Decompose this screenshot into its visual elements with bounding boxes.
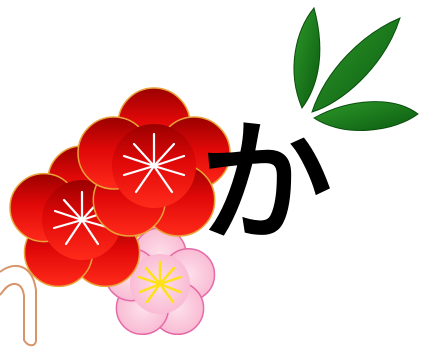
hiragana-ka-character: か [200, 106, 332, 261]
plum-blossom-icon [77, 87, 231, 237]
partial-outline-shape [0, 264, 37, 347]
bamboo-leaves-icon [293, 6, 419, 131]
